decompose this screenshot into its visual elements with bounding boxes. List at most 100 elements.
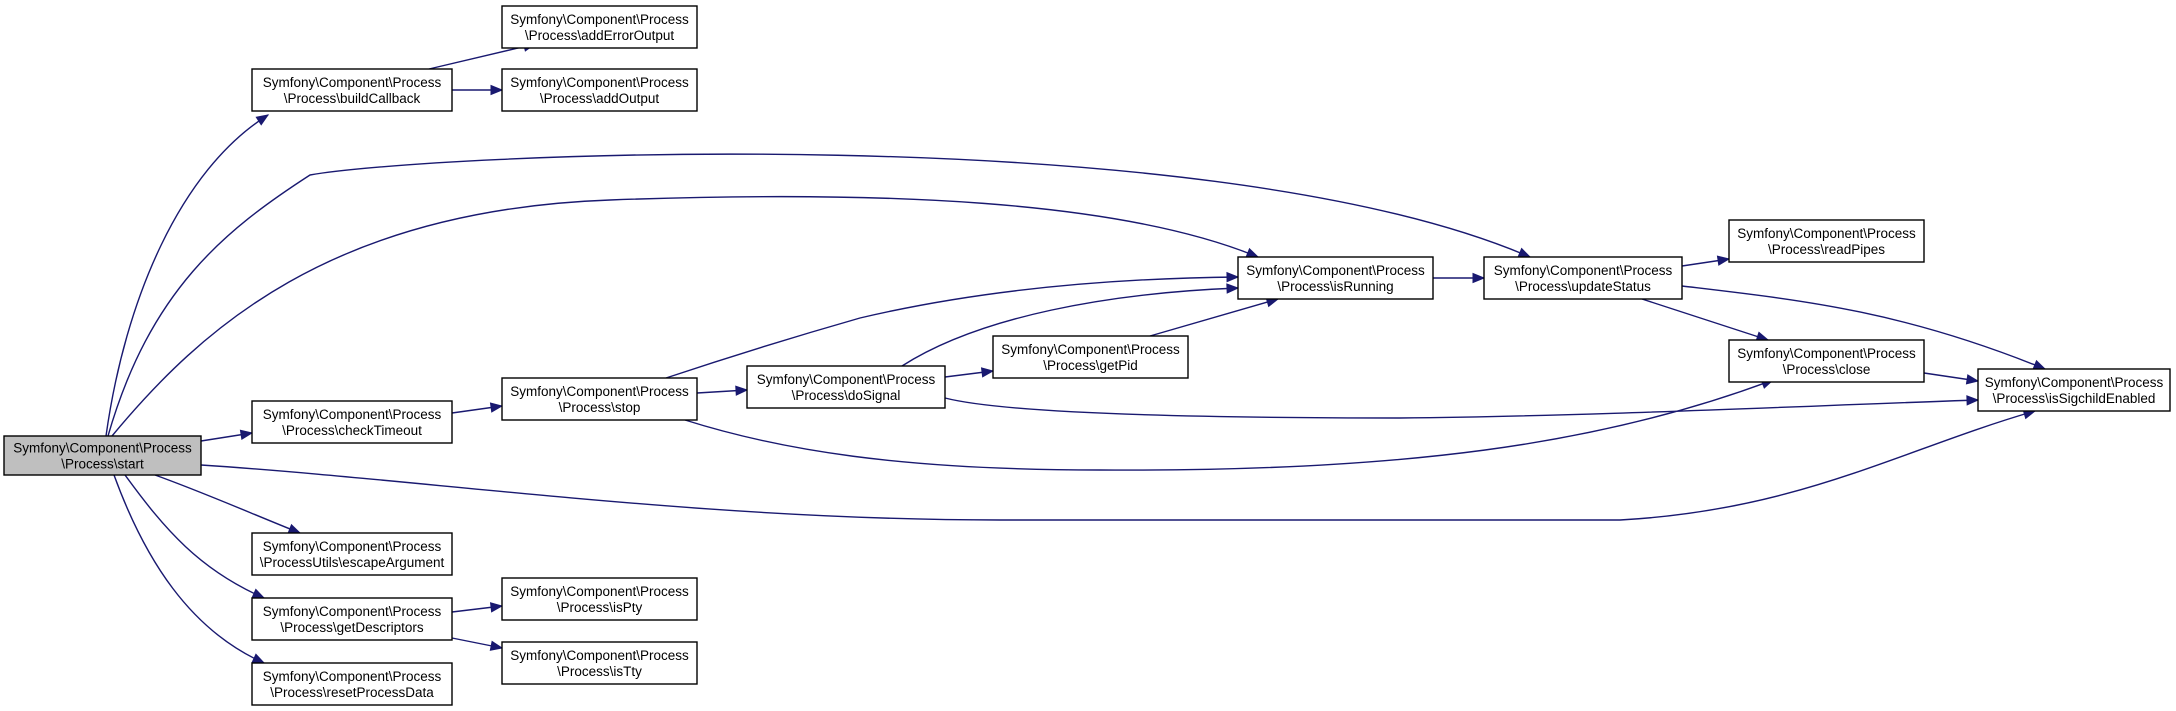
edge-line xyxy=(105,114,269,437)
edge-start-to-isSigchildEnabled xyxy=(200,409,2037,521)
node-box xyxy=(1728,219,1925,263)
node-isTty[interactable]: Symfony\Component\Process\Process\isTty xyxy=(501,641,698,685)
node-label-line1: Symfony\Component\Process xyxy=(1737,226,1916,241)
node-isPty[interactable]: Symfony\Component\Process\Process\isPty xyxy=(501,577,698,621)
node-box xyxy=(501,5,698,49)
node-buildCallback[interactable]: Symfony\Component\Process\Process\buildC… xyxy=(251,68,453,112)
node-getDescriptors[interactable]: Symfony\Component\Process\Process\getDes… xyxy=(251,597,453,641)
edge-line xyxy=(665,276,1239,379)
edge-updateStatus-to-readPipes xyxy=(1681,255,1731,267)
edge-updateStatus-to-isSigchildEnabled xyxy=(1681,285,2047,370)
edge-line xyxy=(124,474,265,599)
edge-line xyxy=(1641,298,1769,341)
edge-updateStatus-to-close xyxy=(1641,298,1770,342)
node-stop[interactable]: Symfony\Component\Process\Process\stop xyxy=(501,377,698,421)
nodes-layer: Symfony\Component\Process\Process\startS… xyxy=(3,5,2171,706)
node-box xyxy=(746,365,946,409)
node-label-line2: \Process\isTty xyxy=(557,664,642,679)
node-label-line2: \Process\readPipes xyxy=(1768,242,1885,257)
node-label-line1: Symfony\Component\Process xyxy=(263,75,442,90)
node-label-line1: Symfony\Component\Process xyxy=(510,648,689,663)
node-label-line2: \Process\close xyxy=(1783,362,1871,377)
node-label-line2: \Process\doSignal xyxy=(792,388,901,403)
arrowhead-icon xyxy=(287,523,302,534)
node-label-line1: Symfony\Component\Process xyxy=(510,584,689,599)
arrowhead-icon xyxy=(251,653,266,664)
node-label-line2: \Process\addErrorOutput xyxy=(525,28,675,43)
node-box xyxy=(251,400,453,444)
node-doSignal[interactable]: Symfony\Component\Process\Process\doSign… xyxy=(746,365,946,409)
node-addOutput[interactable]: Symfony\Component\Process\Process\addOut… xyxy=(501,68,698,112)
node-close[interactable]: Symfony\Component\Process\Process\close xyxy=(1728,339,1925,383)
node-label-line1: Symfony\Component\Process xyxy=(13,441,192,456)
edge-line xyxy=(113,474,265,664)
node-checkTimeout[interactable]: Symfony\Component\Process\Process\checkT… xyxy=(251,400,453,444)
arrowhead-icon xyxy=(1965,374,1980,385)
edges-layer xyxy=(105,41,2047,664)
node-label-line2: \Process\stop xyxy=(559,400,641,415)
node-label-line1: Symfony\Component\Process xyxy=(1985,375,2164,390)
node-start: Symfony\Component\Process\Process\start xyxy=(3,435,202,476)
node-label-line1: Symfony\Component\Process xyxy=(263,669,442,684)
arrowhead-icon xyxy=(251,588,266,599)
edge-start-to-checkTimeout xyxy=(200,429,254,442)
arrowhead-icon xyxy=(1966,395,1980,406)
node-label-line2: \Process\getDescriptors xyxy=(280,620,424,635)
node-box xyxy=(501,641,698,685)
edge-getPid-to-isRunning xyxy=(1149,297,1280,337)
node-box xyxy=(251,597,453,641)
node-box xyxy=(1237,256,1434,300)
edge-line xyxy=(1681,285,2046,370)
node-label-line2: \Process\isSigchildEnabled xyxy=(1993,391,2156,406)
arrowhead-icon xyxy=(1517,247,1532,258)
node-getPid[interactable]: Symfony\Component\Process\Process\getPid xyxy=(992,335,1189,379)
node-isSigchildEnabled[interactable]: Symfony\Component\Process\Process\isSigc… xyxy=(1977,368,2171,412)
node-label-line1: Symfony\Component\Process xyxy=(510,12,689,27)
edge-doSignal-to-getPid xyxy=(944,367,995,378)
node-box xyxy=(501,68,698,112)
node-label-line2: \Process\resetProcessData xyxy=(270,685,434,700)
arrowhead-icon xyxy=(489,402,504,413)
node-label-line2: \Process\addOutput xyxy=(540,91,660,106)
edge-start-to-resetProcessData xyxy=(113,474,266,664)
node-label-line1: Symfony\Component\Process xyxy=(510,384,689,399)
node-label-line2: \Process\getPid xyxy=(1043,358,1138,373)
edge-isRunning-to-updateStatus xyxy=(1433,272,1486,284)
node-label-line1: Symfony\Component\Process xyxy=(263,604,442,619)
edge-close-to-isSigchildEnabled xyxy=(1923,372,1980,385)
node-isRunning[interactable]: Symfony\Component\Process\Process\isRunn… xyxy=(1237,256,1434,300)
arrowhead-icon xyxy=(489,602,504,613)
arrowhead-icon xyxy=(1472,272,1486,284)
edge-doSignal-to-isSigchildEnabled xyxy=(944,395,1980,419)
node-box xyxy=(1977,368,2171,412)
edge-line xyxy=(154,474,301,534)
edge-getDescriptors-to-isPty xyxy=(451,602,504,613)
node-label-line1: Symfony\Component\Process xyxy=(510,75,689,90)
node-label-line2: \Process\updateStatus xyxy=(1515,279,1651,294)
arrowhead-icon xyxy=(1226,271,1240,283)
arrowhead-icon xyxy=(1226,283,1240,294)
node-escapeArgument[interactable]: Symfony\Component\Process\ProcessUtils\e… xyxy=(251,532,453,576)
arrowhead-icon xyxy=(980,367,995,378)
node-label-line2: \Process\start xyxy=(61,457,144,472)
node-updateStatus[interactable]: Symfony\Component\Process\Process\update… xyxy=(1483,256,1683,300)
node-label-line2: \Process\checkTimeout xyxy=(282,423,422,438)
edge-line xyxy=(1149,298,1279,337)
node-label-line1: Symfony\Component\Process xyxy=(263,407,442,422)
edge-checkTimeout-to-stop xyxy=(451,402,504,414)
edge-start-to-buildCallback xyxy=(105,114,270,437)
node-resetProcessData[interactable]: Symfony\Component\Process\Process\resetP… xyxy=(251,662,453,706)
node-label-line2: \ProcessUtils\escapeArgument xyxy=(260,555,445,570)
node-label-line1: Symfony\Component\Process xyxy=(1246,263,1425,278)
node-box xyxy=(251,68,453,112)
edge-line xyxy=(684,379,1774,471)
node-label-line1: Symfony\Component\Process xyxy=(1737,346,1916,361)
edge-stop-to-isRunning xyxy=(665,271,1240,379)
edge-getDescriptors-to-isTty xyxy=(451,637,504,651)
node-addErrorOutput[interactable]: Symfony\Component\Process\Process\addErr… xyxy=(501,5,698,49)
node-box xyxy=(251,532,453,576)
node-label-line1: Symfony\Component\Process xyxy=(263,539,442,554)
node-readPipes[interactable]: Symfony\Component\Process\Process\readPi… xyxy=(1728,219,1925,263)
arrowhead-icon xyxy=(255,114,270,126)
edge-line xyxy=(944,397,1979,419)
